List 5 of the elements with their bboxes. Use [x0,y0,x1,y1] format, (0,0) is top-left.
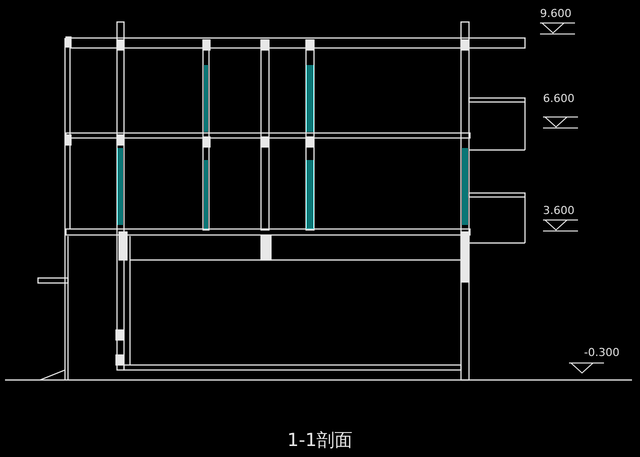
elevation-label: 6.600 [543,92,574,105]
elevation-label: 3.600 [543,204,574,217]
elevation-label: -0.300 [584,346,620,359]
drawing-title: 1-1剖面 [286,429,354,452]
elevation-label: 9.600 [540,7,572,20]
